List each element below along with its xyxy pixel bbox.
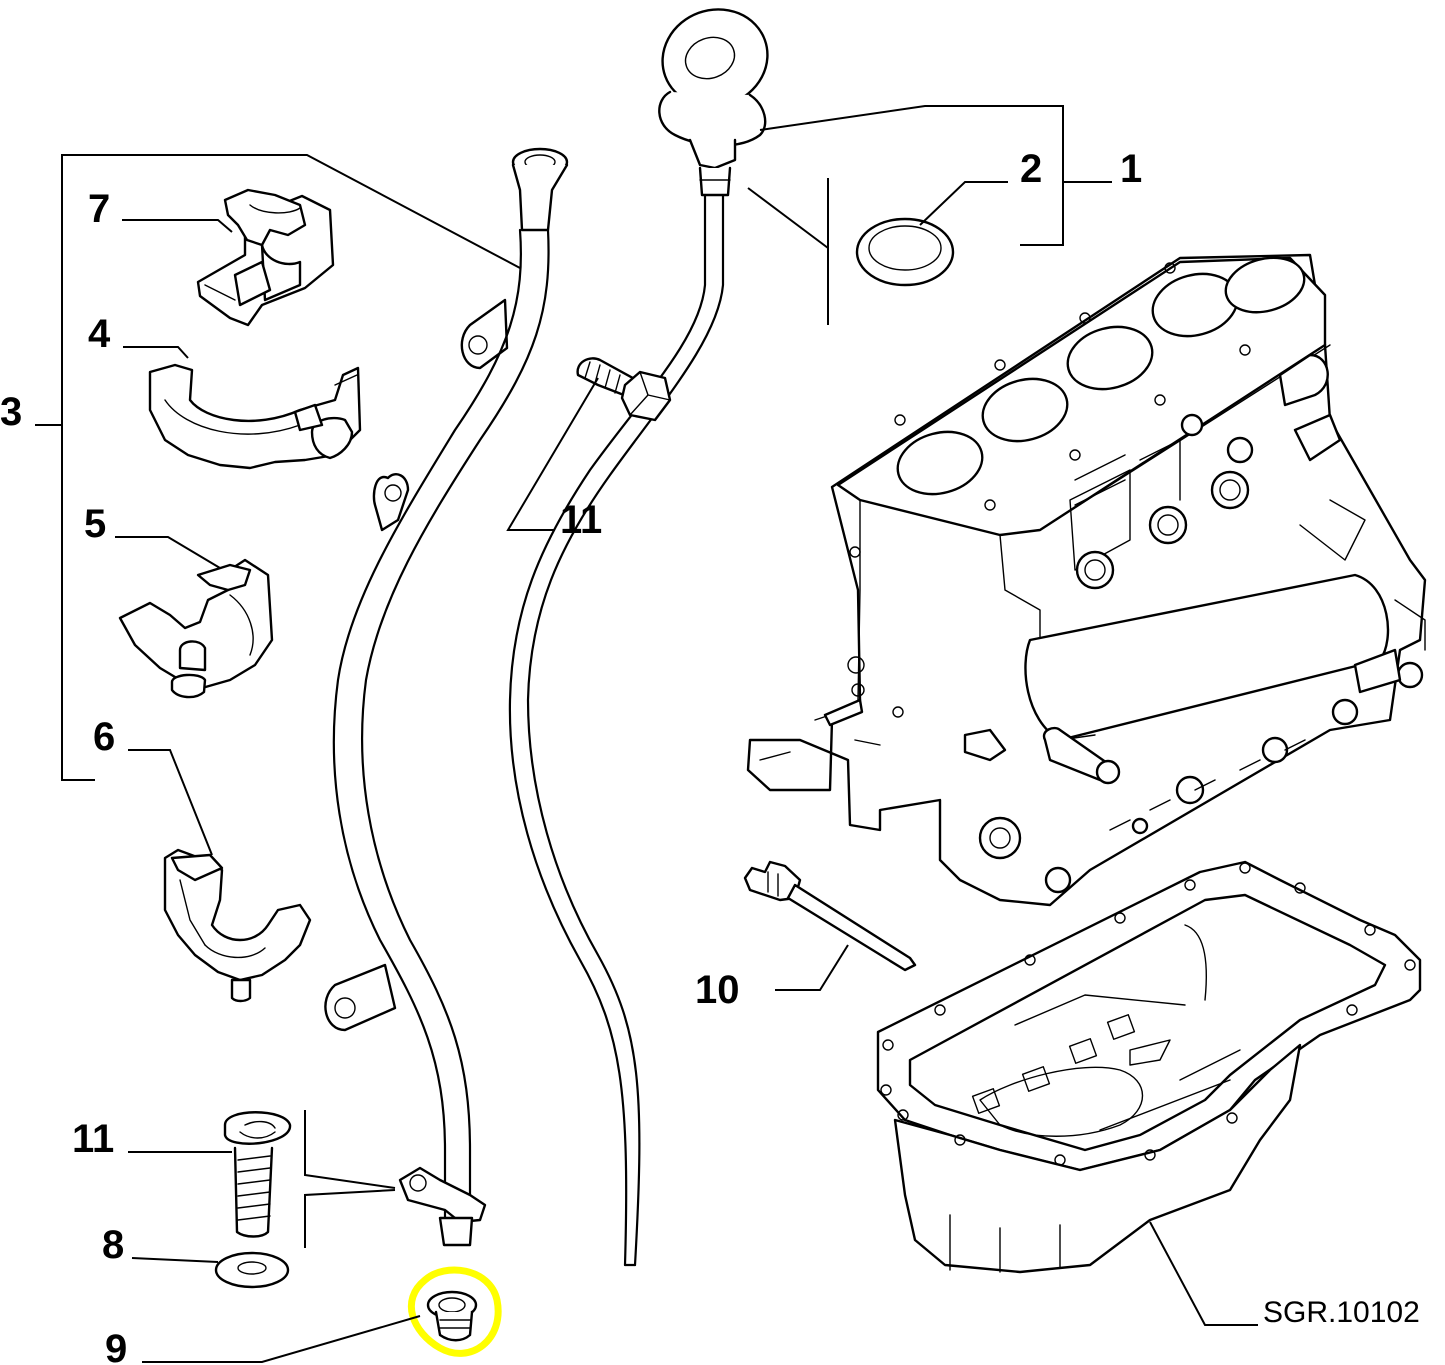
callout-10: 10	[695, 968, 740, 1012]
seal-part-9[interactable]	[426, 1290, 478, 1342]
reference-code: SGR.10102	[1263, 1296, 1420, 1329]
dipstick-group-bracket	[747, 105, 1112, 325]
engine-block	[746, 253, 1427, 907]
callout-11-top: 11	[560, 498, 602, 542]
callout-7: 7	[88, 187, 110, 231]
bolt-part-11-bottom[interactable]	[223, 1111, 292, 1238]
group-bracket-3	[35, 154, 521, 781]
callout-4: 4	[88, 312, 111, 356]
o-ring-part-2[interactable]	[855, 217, 955, 287]
callout-9: 9	[105, 1327, 127, 1365]
callout-11-bottom: 11	[72, 1117, 114, 1161]
callout-2: 2	[1020, 147, 1042, 191]
clip-part-6[interactable]	[163, 848, 312, 1003]
clip-part-4[interactable]	[148, 363, 362, 470]
callout-1: 1	[1120, 147, 1142, 191]
oil-pan-part[interactable]	[876, 860, 1422, 1274]
bolt-part-11-top[interactable]	[576, 357, 672, 422]
clip-part-7[interactable]	[196, 188, 335, 327]
callout-8: 8	[102, 1223, 124, 1267]
oil-level-sensor-part-10[interactable]	[743, 860, 917, 972]
callout-3: 3	[0, 390, 22, 434]
clip-part-5[interactable]	[118, 558, 274, 699]
washer-part-8[interactable]	[214, 1251, 290, 1289]
dipstick-guide-tube[interactable]	[324, 147, 569, 1247]
leader-lines	[115, 219, 1258, 1363]
callout-6: 6	[93, 715, 115, 759]
callout-5: 5	[84, 502, 106, 546]
callout-labels: 1 2 3 4 5 6 7 8 9 10 11 11 SGR.10102	[0, 147, 1420, 1365]
